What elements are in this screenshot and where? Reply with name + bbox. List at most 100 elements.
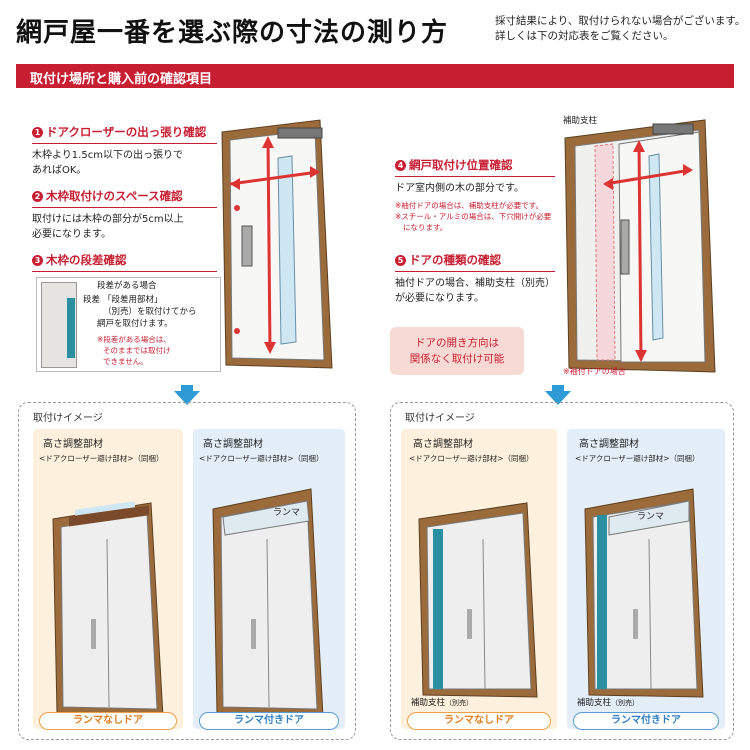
check-item-2-body2: 必要になります。 bbox=[32, 229, 111, 240]
part-label: 高さ調整部材 bbox=[413, 439, 473, 450]
number-badge: 3 bbox=[32, 254, 43, 266]
check-item-4-note3: になります。 bbox=[403, 223, 448, 232]
page-title: 網戸屋一番を選ぶ際の寸法の測り方 bbox=[16, 18, 449, 48]
check-item-title-text: 網戸取付け位置確認 bbox=[409, 158, 513, 172]
step-note1: ※段差がある場合は、 bbox=[97, 335, 171, 344]
number-badge: 1 bbox=[32, 126, 43, 138]
opening-direction-note: ドアの開き方向は 関係なく取付け可能 bbox=[390, 327, 524, 375]
number-badge: 2 bbox=[32, 190, 43, 202]
door-closer bbox=[277, 127, 323, 139]
panel-no-ranma: 高さ調整部材 <ドアクローザー避け部材>（同梱） ランマなしドア bbox=[33, 429, 183, 730]
part-sub-label: <ドアクローザー避け部材>（同梱） bbox=[409, 454, 534, 463]
group-label: 取付けイメージ bbox=[405, 413, 475, 424]
sode-note: ※袖付ドアの場合 bbox=[563, 367, 626, 376]
arrowhead bbox=[230, 178, 240, 190]
arrowhead bbox=[683, 164, 693, 176]
support-label: 補助支柱（別売） bbox=[577, 696, 639, 711]
check-item-title-text: 木枠取付けのスペース確認 bbox=[46, 189, 183, 203]
install-image-group-right: 取付けイメージ 高さ調整部材 <ドアクローザー避け部材>（同梱） 補助支柱（別売… bbox=[390, 402, 734, 740]
section-banner: 取付け場所と購入前の確認項目 bbox=[16, 64, 734, 88]
part-sub-label: <ドアクローザー避け部材>（同梱） bbox=[575, 454, 700, 463]
check-item-5-body1: 袖付ドアの場合、補助支柱（別売） bbox=[395, 278, 555, 289]
panel-with-ranma: 高さ調整部材 <ドアクローザー避け部材>（同梱） ランマ ランマ付きドア bbox=[193, 429, 345, 730]
divider bbox=[32, 271, 217, 272]
support-sub: （別売） bbox=[445, 699, 474, 707]
number-badge: 4 bbox=[395, 159, 406, 171]
with-ranma-door-badge: ランマ付きドア bbox=[573, 712, 719, 730]
hojo-label: 補助支柱 bbox=[563, 116, 598, 126]
arrowhead bbox=[603, 178, 613, 190]
door-image bbox=[584, 488, 704, 698]
step-line1: 段差がある場合 bbox=[97, 281, 157, 291]
check-item-5-body2: が必要になります。 bbox=[395, 293, 484, 304]
door-closer bbox=[652, 123, 694, 135]
step-part-illustration bbox=[67, 298, 75, 358]
support-label: 補助支柱（別売） bbox=[411, 696, 473, 711]
with-ranma-door-badge: ランマ付きドア bbox=[199, 712, 339, 730]
check-item-1-body2: あればOK。 bbox=[32, 165, 87, 176]
step-line2: 「段差用部材」 bbox=[103, 295, 163, 305]
door-image bbox=[52, 501, 164, 718]
ranma-label: ランマ bbox=[637, 512, 665, 522]
divider bbox=[32, 207, 217, 208]
header-note-line1: 採寸結果により、取付けられない場合がございます。 bbox=[495, 15, 746, 27]
no-ranma-door-badge: ランマなしドア bbox=[407, 712, 551, 730]
group-label: 取付けイメージ bbox=[33, 413, 103, 424]
number-badge: 5 bbox=[395, 254, 406, 266]
step-label: 段差 bbox=[83, 295, 101, 305]
door-glass bbox=[648, 153, 664, 341]
arrowhead bbox=[635, 350, 647, 362]
no-ranma-door-badge: ランマなしドア bbox=[39, 712, 177, 730]
part-label: 高さ調整部材 bbox=[579, 439, 639, 450]
check-item-4-note1: ※袖付ドアの場合は、補助支柱が必要です。 bbox=[395, 201, 544, 210]
divider bbox=[395, 271, 555, 272]
panel-with-ranma: 高さ調整部材 <ドアクローザー避け部材>（同梱） ランマ 補助支柱（別売） ラン… bbox=[567, 429, 725, 730]
part-sub-label: <ドアクローザー避け部材>（同梱） bbox=[199, 454, 324, 463]
step-note3: できません。 bbox=[103, 357, 148, 366]
height-arrow bbox=[637, 143, 643, 361]
door-handle bbox=[241, 225, 253, 267]
check-item-4-note2: ※スチール・アルミの場合は、下穴開けが必要 bbox=[395, 212, 552, 221]
check-item-2-body1: 取付けには木枠の部分が5cm以上 bbox=[32, 214, 184, 225]
step-illustration-box: 段差がある場合 段差 「段差用部材」 （別売）を取付けてから 網戸を取付けます。… bbox=[36, 277, 221, 372]
door-glass bbox=[277, 155, 297, 345]
arrowhead bbox=[264, 342, 276, 354]
check-item-title-text: ドアの種類の確認 bbox=[409, 253, 501, 267]
door-illustration-left bbox=[221, 119, 333, 369]
part-label: 高さ調整部材 bbox=[43, 439, 103, 450]
door-image bbox=[212, 488, 324, 718]
support-sub: （別売） bbox=[611, 699, 640, 707]
divider bbox=[32, 143, 217, 144]
arrowhead bbox=[310, 166, 320, 178]
panel-no-ranma: 高さ調整部材 <ドアクローザー避け部材>（同梱） 補助支柱（別売） ランマなしド… bbox=[401, 429, 557, 730]
step-note2: そのままでは取付け bbox=[103, 346, 171, 355]
check-item-title-text: 木枠の段差確認 bbox=[46, 253, 127, 267]
door-handle bbox=[620, 219, 630, 275]
marker-dot bbox=[234, 328, 240, 334]
pink-note-line1: ドアの開き方向は bbox=[415, 337, 499, 349]
check-item-1-body1: 木枠より1.5cm以下の出っ張りで bbox=[32, 150, 183, 161]
divider bbox=[395, 176, 555, 177]
width-arrow bbox=[229, 170, 319, 186]
header-note-line2: 詳しくは下の対応表をご覧ください。 bbox=[495, 30, 674, 42]
down-arrow-icon bbox=[545, 385, 571, 405]
part-sub-label: <ドアクローザー避け部材>（同梱） bbox=[39, 454, 164, 463]
hojo-support bbox=[594, 143, 616, 361]
support-label-text: 補助支柱 bbox=[411, 698, 446, 708]
arrowhead bbox=[633, 140, 645, 152]
step-line3: （別売）を取付けてから bbox=[103, 307, 197, 317]
arrowhead bbox=[262, 136, 274, 148]
down-arrow-icon bbox=[174, 385, 200, 405]
check-item-title-text: ドアクローザーの出っ張り確認 bbox=[46, 125, 207, 139]
pink-note-line2: 関係なく取付け可能 bbox=[409, 353, 505, 365]
ranma-label: ランマ bbox=[273, 508, 301, 518]
